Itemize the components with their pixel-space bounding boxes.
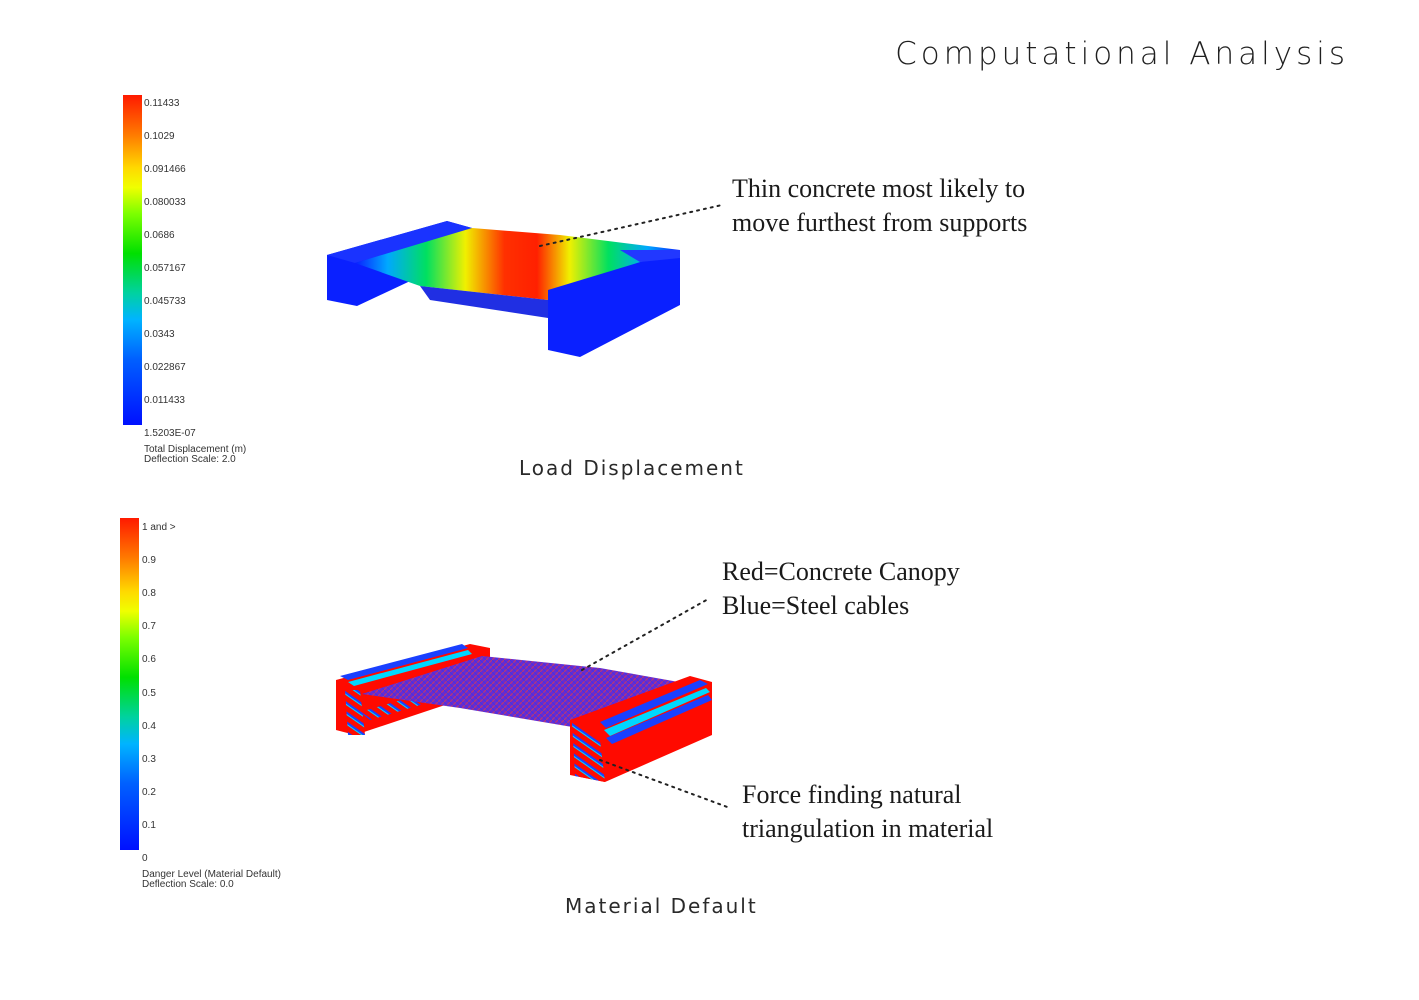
displacement-tick: 0.022867 [144,362,186,373]
annotation-line: Force finding natural [742,780,962,809]
danger-tick: 0.9 [142,555,156,566]
annotation-line: Blue=Steel cables [722,591,910,620]
right-support-block [548,250,680,357]
material-legend-annotation: Red=Concrete Canopy Blue=Steel cables [722,555,960,623]
annotation-line: Red=Concrete Canopy [722,557,960,586]
page-title: Computational Analysis [895,36,1349,72]
danger-tick: 0.8 [142,588,156,599]
annotation-line: triangulation in material [742,814,994,843]
displacement-caption: Load Displacement [519,456,745,480]
displacement-metric-label: Total Displacement (m) [144,444,247,455]
annotation-line: move furthest from supports [732,208,1028,237]
danger-tick: 0.7 [142,621,156,632]
danger-metric-label: Danger Level (Material Default) [142,869,281,880]
triangulation-annotation: Force finding natural triangulation in m… [742,778,993,846]
danger-scale-label: Deflection Scale: 0.0 [142,879,234,890]
displaced-slab [355,228,680,300]
danger-tick: 0.2 [142,787,156,798]
displacement-tick: 0.1029 [144,131,175,142]
displacement-annotation: Thin concrete most likely to move furthe… [732,172,1027,240]
danger-color-scale [120,518,139,850]
danger-tick: 0.4 [142,721,156,732]
displacement-tick: 0.057167 [144,263,186,274]
displacement-tick: 0.091466 [144,164,186,175]
danger-tick: 0.3 [142,754,156,765]
displacement-color-scale [123,95,142,425]
material-caption: Material Default [565,894,758,918]
displacement-tick: 0.045733 [144,296,186,307]
danger-tick: 0.5 [142,688,156,699]
displacement-tick: 0.011433 [144,395,185,406]
danger-min-label: 0 [142,853,148,864]
danger-tick: 0.1 [142,820,156,831]
displacement-min-label: 1.5203E-07 [144,428,196,439]
danger-tick: 1 and > [142,522,176,533]
displacement-scale-label: Deflection Scale: 2.0 [144,454,236,465]
displacement-tick: 0.080033 [144,197,186,208]
annotation-line: Thin concrete most likely to [732,174,1026,203]
displacement-tick: 0.11433 [144,98,180,109]
displacement-tick: 0.0686 [144,230,175,241]
displacement-tick: 0.0343 [144,329,175,340]
danger-tick: 0.6 [142,654,156,665]
